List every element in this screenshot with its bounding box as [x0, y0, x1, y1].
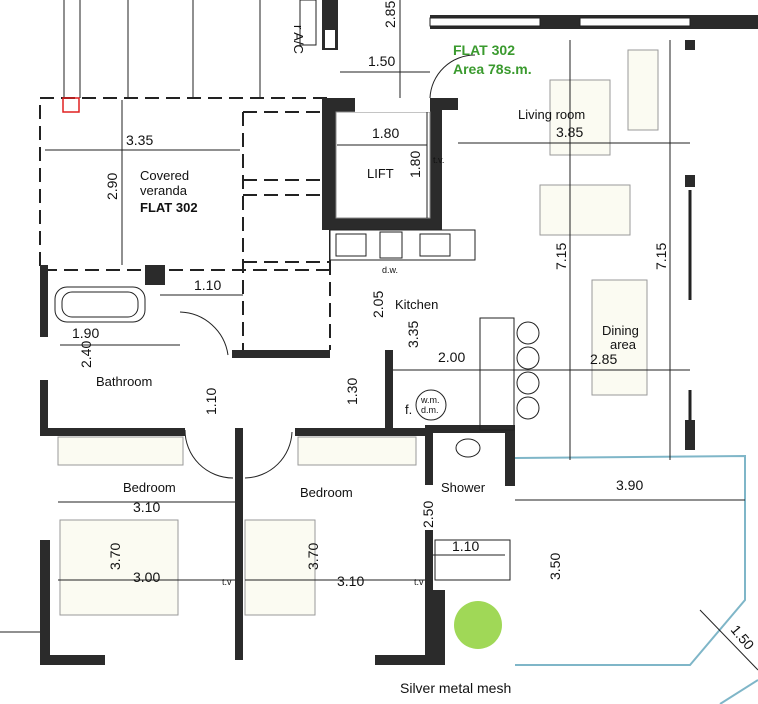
dim-7-15: 7.15	[653, 243, 669, 270]
dim-1-30: 1.30	[344, 378, 360, 405]
kitchen-island	[479, 317, 515, 431]
armchair	[627, 49, 659, 131]
dim-1-50: 1.50	[368, 53, 395, 69]
fridge-label: f.	[405, 402, 412, 417]
bed	[59, 519, 179, 616]
bedroom-label: Bedroom	[123, 480, 176, 495]
lift-label: LIFT	[367, 166, 394, 181]
bathtub	[54, 286, 146, 323]
bathroom-label: Bathroom	[96, 374, 152, 389]
dim-1-80: 1.80	[407, 151, 423, 178]
dim-3-90: 3.90	[616, 477, 643, 493]
wm-label: w.m.	[420, 395, 440, 405]
dim-2-85: 2.85	[590, 351, 617, 367]
dim-1-10: 1.10	[452, 538, 479, 554]
dim-3-10: 3.10	[337, 573, 364, 589]
dim-2-40: 2.40	[78, 341, 94, 368]
kitchen-label: Kitchen	[395, 297, 438, 312]
dining-table	[591, 279, 648, 396]
dishwasher-label: d.w.	[382, 265, 398, 275]
bar-stools	[516, 321, 540, 420]
upper-context	[63, 0, 758, 98]
dim-2-50: 2.50	[420, 501, 436, 528]
veranda-flat-label: FLAT 302	[140, 200, 198, 215]
dim-3-50: 3.50	[547, 553, 563, 580]
bedroom-label: Bedroom	[300, 485, 353, 500]
dining-label: area	[610, 337, 637, 352]
plant-icon	[454, 601, 502, 649]
bed	[244, 519, 316, 616]
dim-1-10: 1.10	[203, 388, 219, 415]
shower-label: Shower	[441, 480, 486, 495]
dim-2-00: 2.00	[438, 349, 465, 365]
dim-7-15: 7.15	[553, 243, 569, 270]
dim-3-70: 3.70	[305, 543, 321, 570]
balcony-rail	[514, 454, 746, 666]
sink	[455, 438, 481, 458]
labels: r A/C 2.85 1.50 FLAT 302 Area 78s.m. 3.3…	[72, 1, 758, 696]
dim-3-70: 3.70	[107, 543, 123, 570]
dim-2-90: 2.90	[104, 173, 120, 200]
dm-label: d.m.	[421, 405, 439, 415]
dim-3-35: 3.35	[126, 132, 153, 148]
dim-3-35: 3.35	[405, 321, 421, 348]
tv-label: t.v.	[433, 155, 444, 165]
dim-1-50: 1.50	[728, 622, 758, 653]
dim-1-80: 1.80	[372, 125, 399, 141]
wardrobe	[57, 436, 184, 466]
dim-3-85: 3.85	[556, 124, 583, 140]
dim-3-00: 3.00	[133, 569, 160, 585]
sofa	[539, 184, 631, 236]
mesh-label: Silver metal mesh	[400, 680, 511, 696]
ac-label: r A/C	[291, 25, 306, 54]
walls	[40, 40, 695, 665]
marker-square	[62, 97, 80, 113]
dim-1-10: 1.10	[194, 277, 221, 293]
dim-2-85: 2.85	[382, 1, 398, 28]
flat-area: Area 78s.m.	[453, 61, 532, 77]
tv-label: t.v	[222, 577, 232, 587]
lift-shaft	[322, 98, 458, 230]
dim-3-10: 3.10	[133, 499, 160, 515]
veranda-label: Covered	[140, 168, 189, 183]
tv-label: t.v	[414, 577, 424, 587]
washing-machine	[415, 389, 447, 421]
dim-1-90: 1.90	[72, 325, 99, 341]
shower-tray	[434, 539, 511, 581]
dimension-lines	[45, 0, 745, 581]
veranda-label: veranda	[140, 183, 188, 198]
dining-label: Dining	[602, 323, 639, 338]
living-room-label: Living room	[518, 107, 585, 122]
flat-title: FLAT 302	[453, 42, 515, 58]
dim-2-05: 2.05	[370, 291, 386, 318]
wardrobe	[297, 436, 417, 466]
